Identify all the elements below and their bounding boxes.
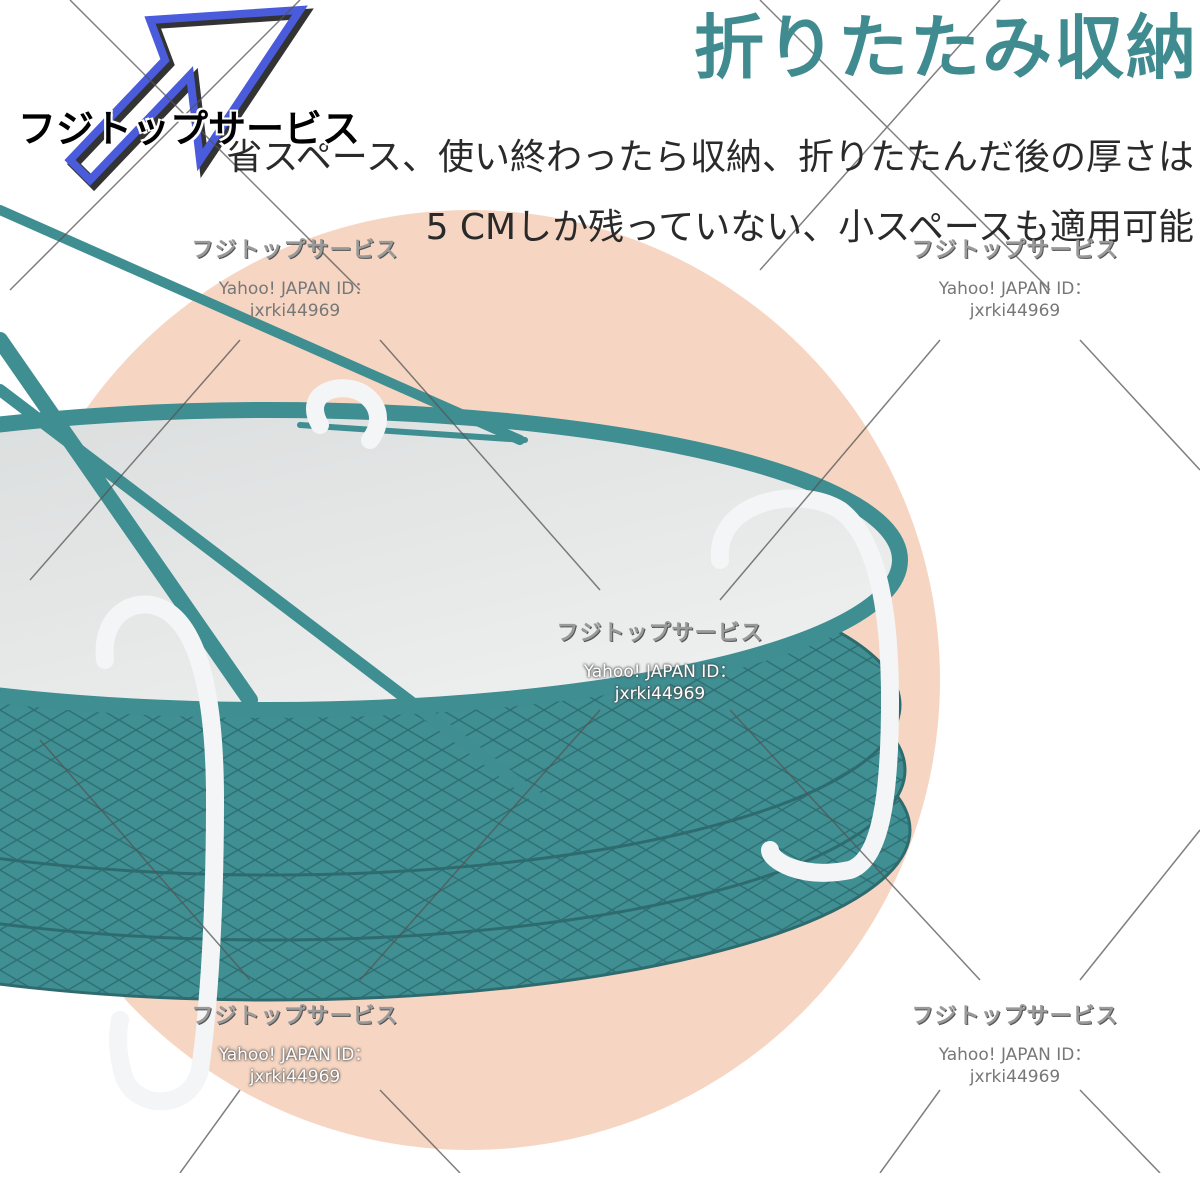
folded-rings [0, 402, 912, 1002]
heading: 折りたたみ収納 [694, 7, 1198, 89]
brand-logo-text: フジトップサービス [18, 107, 361, 151]
watermark-cross-lines [9, 0, 1200, 1174]
watermark: フジトップサービス Yahoo! JAPAN ID： jxrki44969 [145, 998, 445, 1088]
watermark: フジトップサービス Yahoo! JAPAN ID： jxrki44969 [865, 232, 1165, 322]
watermark: フジトップサービス Yahoo! JAPAN ID： jxrki44969 [145, 232, 445, 322]
watermark-id-line-2: jxrki44969 [614, 684, 706, 704]
watermark-id-line-1: Yahoo! JAPAN ID： [218, 1045, 372, 1065]
watermark-brand: フジトップサービス [911, 238, 1119, 263]
description-line-1: 省スペース、使い終わったら収納、折りたたんだ後の厚さは [226, 137, 1194, 178]
watermark-id-line-2: jxrki44969 [249, 301, 341, 321]
watermark: フジトップサービス Yahoo! JAPAN ID： jxrki44969 [510, 615, 810, 705]
description-line-2: 5 CMしか残っていない、小スペースも適用可能 [425, 207, 1194, 248]
watermark-id-line-1: Yahoo! JAPAN ID： [938, 279, 1092, 299]
watermark-id-line-2: jxrki44969 [249, 1067, 341, 1087]
watermark-id-line-1: Yahoo! JAPAN ID： [218, 279, 372, 299]
watermark-id-line-2: jxrki44969 [969, 301, 1061, 321]
watermark-brand: フジトップサービス [191, 1004, 399, 1029]
watermark-brand: フジトップサービス [556, 621, 764, 646]
hooks [95, 379, 900, 1111]
watermark-brand: フジトップサービス [911, 1004, 1119, 1029]
watermark-brand: フジトップサービス [191, 238, 399, 263]
watermark-id-line-1: Yahoo! JAPAN ID： [938, 1045, 1092, 1065]
watermark-id-line-2: jxrki44969 [969, 1067, 1061, 1087]
arrow-icon [64, 5, 314, 192]
watermark-id-line-1: Yahoo! JAPAN ID： [583, 662, 737, 682]
watermark: フジトップサービス Yahoo! JAPAN ID： jxrki44969 [865, 998, 1165, 1088]
